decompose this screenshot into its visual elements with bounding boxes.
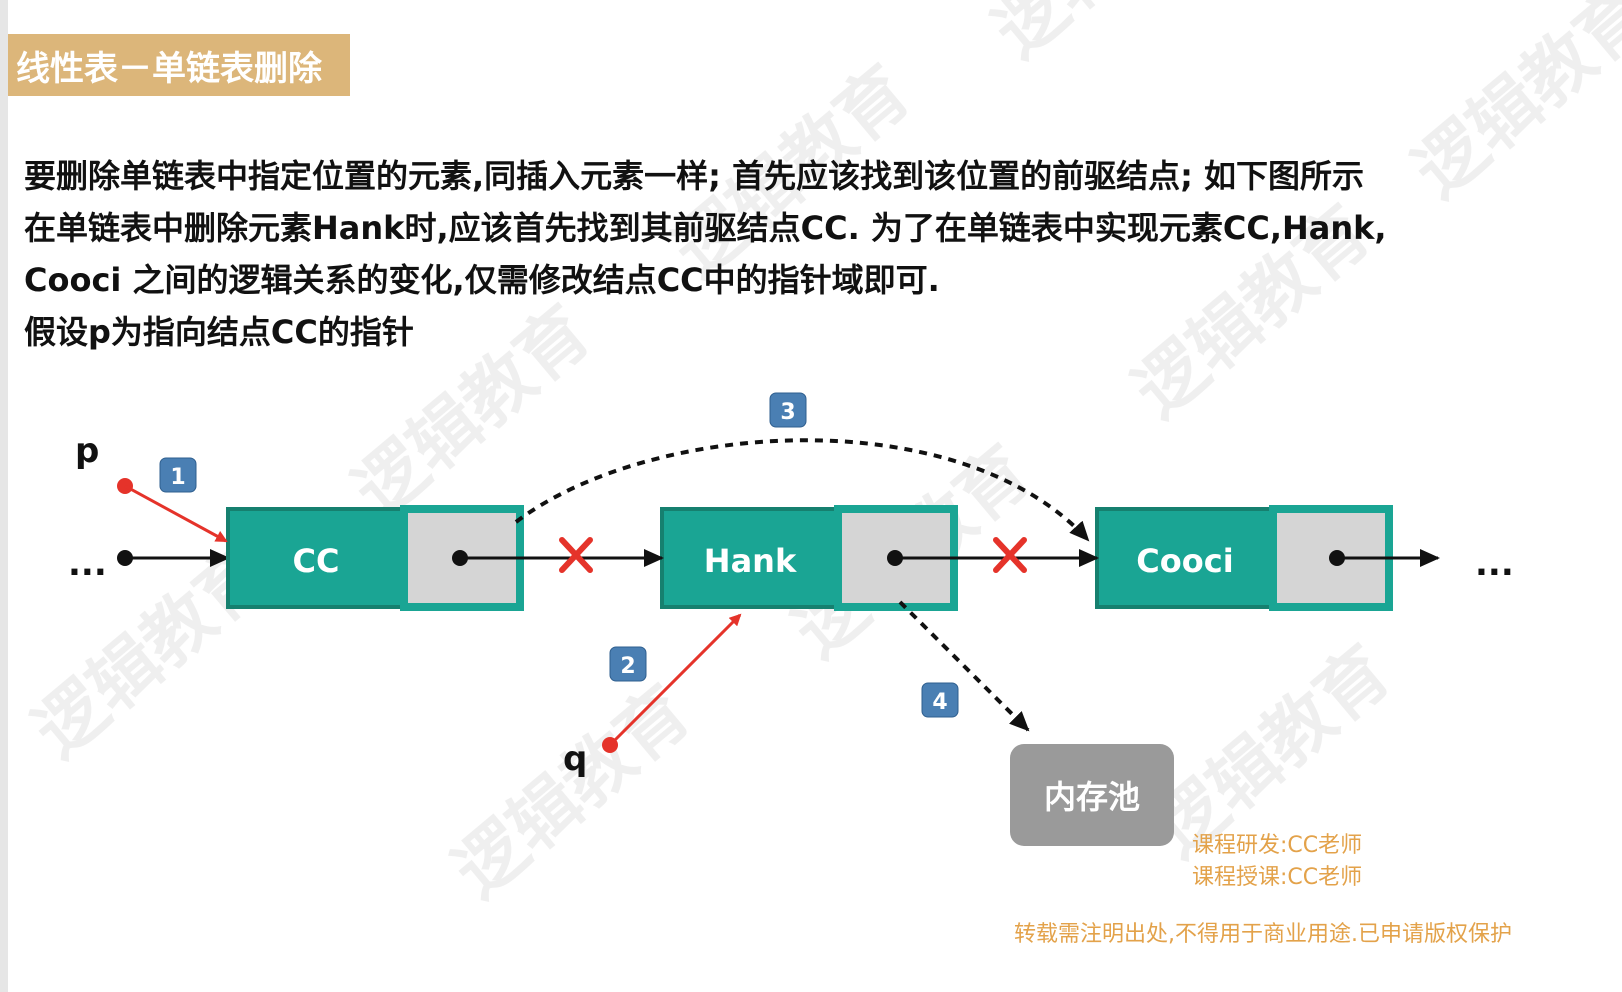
node-cc-data-field [226,507,406,609]
node-cooci-label: Cooci [1136,542,1233,580]
node-cc-label: CC [293,542,340,580]
step-badge-number: 2 [620,654,635,679]
left-edge-strip [0,0,8,992]
slide-title: 线性表－单链表删除 [8,34,350,96]
step-badge-2: 2 [609,646,647,682]
step-badge-number: 4 [932,690,947,715]
description-text: 要删除单链表中指定位置的元素,同插入元素一样; 首先应该找到该位置的前驱结点; … [24,150,1584,358]
step-badge-number: 1 [170,465,185,490]
step-badge-number: 3 [780,400,795,425]
step-badge-4: 4 [921,682,959,718]
memory-pool-box [1010,744,1174,846]
step-badge-1: 1 [159,457,197,493]
pointer-q-arrow [608,613,742,747]
credit-teaching: 课程授课:CC老师 [1192,865,1363,890]
free-link-hank-to-pool [898,600,1030,732]
pointer-p-arrow [124,484,228,543]
credit-research: 课程研发:CC老师 [1192,833,1363,858]
description-line: 在单链表中删除元素Hank时,应该首先找到其前驱结点CC. 为了在单链表中实现元… [24,209,1387,247]
node-cooci: Cooci [1095,505,1393,611]
description-line: Cooci 之间的逻辑关系的变化,仅需修改结点CC中的指针域即可. [24,261,940,299]
memory-pool: 内存池 [1010,744,1174,846]
ellipsis-right: ... [1475,544,1514,584]
description-line: 要删除单链表中指定位置的元素,同插入元素一样; 首先应该找到该位置的前驱结点; … [24,157,1365,195]
memory-pool-label: 内存池 [1044,778,1140,816]
node-hank-label: Hank [704,542,797,580]
description-line: 假设p为指向结点CC的指针 [24,313,414,351]
broken-link-cross-icon [993,537,1027,573]
bypass-link-cc-to-cooci [514,438,1090,542]
pointer-p-label: p [75,431,99,471]
ellipsis-left: ... [68,544,107,584]
pointer-q-label: q [563,739,587,779]
copyright-notice: 转载需注明出处,不得用于商业用途.已申请版权保护 [1014,922,1512,947]
broken-link-cross-icon [559,537,593,573]
step-badge-3: 3 [769,392,807,428]
